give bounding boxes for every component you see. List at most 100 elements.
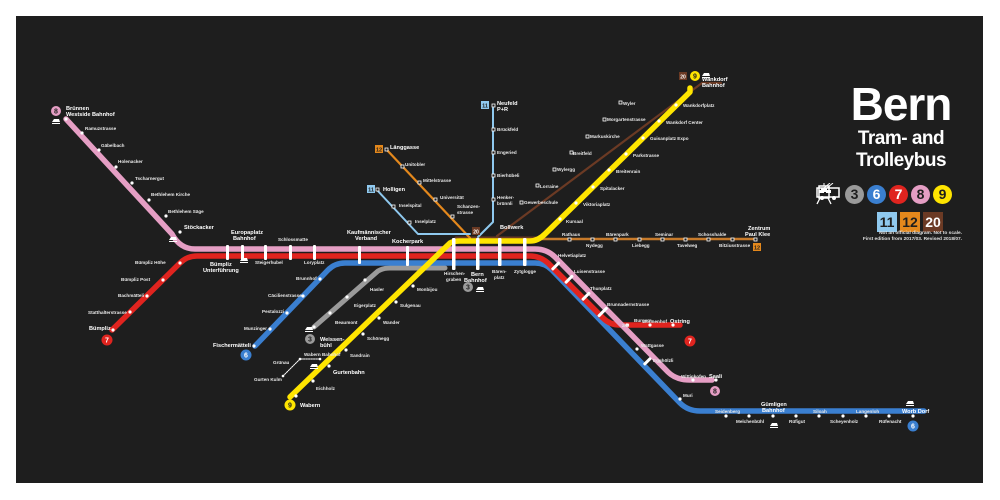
svg-text:Munzinger: Munzinger — [244, 326, 267, 331]
svg-text:strasse: strasse — [457, 210, 474, 215]
svg-text:ziel: ziel — [622, 323, 629, 328]
svg-text:Bachmätteli: Bachmätteli — [118, 293, 144, 298]
train-icon — [169, 237, 177, 242]
svg-text:Siloah: Siloah — [813, 409, 827, 414]
legend-line-6: 6 — [867, 184, 886, 204]
svg-text:Paul Klee: Paul Klee — [745, 232, 770, 238]
svg-text:Scheyenholz: Scheyenholz — [830, 419, 859, 424]
svg-text:Gurtenbahn: Gurtenbahn — [333, 370, 365, 376]
svg-text:Schlossmatte: Schlossmatte — [278, 237, 308, 242]
svg-text:12: 12 — [754, 246, 760, 252]
legend-line-7: 7 — [889, 184, 908, 204]
svg-text:Weissen-: Weissen- — [320, 337, 345, 343]
svg-text:Eichholz: Eichholz — [316, 386, 336, 391]
train-icon — [310, 364, 318, 369]
svg-text:Morgartenstrasse: Morgartenstrasse — [607, 117, 646, 122]
svg-text:Wyler: Wyler — [623, 101, 636, 106]
svg-text:Kursaal: Kursaal — [566, 219, 583, 224]
svg-text:Bümpliz Höhe: Bümpliz Höhe — [135, 260, 166, 265]
svg-text:Liebegg: Liebegg — [632, 243, 650, 248]
svg-text:Europaplatz: Europaplatz — [231, 230, 263, 236]
svg-text:Bärenpark: Bärenpark — [606, 232, 629, 237]
svg-text:Bierhübeli: Bierhübeli — [497, 173, 519, 178]
svg-text:20: 20 — [473, 230, 479, 236]
svg-text:Sandrain: Sandrain — [350, 353, 370, 358]
svg-text:Pestalozzi: Pestalozzi — [262, 309, 284, 314]
svg-text:Breitenrain: Breitenrain — [616, 169, 640, 174]
line-11-north — [477, 107, 494, 238]
legend-bus-row: 11 12 20 — [816, 183, 966, 233]
svg-text:Wattgasse: Wattgasse — [641, 343, 664, 348]
line-20 — [495, 81, 723, 238]
svg-text:Gurten Kulm: Gurten Kulm — [254, 377, 282, 382]
legend-tram-row: 3 6 7 8 9 — [816, 183, 966, 205]
title-city: Bern — [850, 78, 953, 130]
svg-text:P+R: P+R — [497, 107, 508, 113]
title-line2: Trolleybus — [855, 150, 947, 171]
svg-text:Muri: Muri — [683, 393, 693, 398]
svg-text:Burgern-: Burgern- — [634, 318, 654, 323]
svg-text:Wankdorfplatz: Wankdorfplatz — [683, 103, 715, 108]
svg-text:Cäcilienstrasse: Cäcilienstrasse — [268, 293, 302, 298]
svg-text:Saali: Saali — [709, 374, 723, 380]
svg-text:Bären-: Bären- — [492, 269, 507, 274]
train-icon — [906, 401, 914, 406]
svg-text:Guisanplatz Expo: Guisanplatz Expo — [650, 136, 689, 141]
svg-text:Worb Dorf: Worb Dorf — [902, 409, 929, 415]
svg-text:Tavelweg: Tavelweg — [677, 243, 698, 248]
train-icon — [476, 287, 484, 292]
svg-text:Mittelstrasse: Mittelstrasse — [423, 178, 452, 183]
svg-text:Viktoriaplatz: Viktoriaplatz — [583, 202, 611, 207]
svg-text:7: 7 — [105, 338, 109, 345]
svg-text:20: 20 — [680, 75, 686, 81]
svg-text:Bümpliz: Bümpliz — [89, 326, 111, 332]
line-7 — [109, 253, 683, 333]
line-6-west — [252, 260, 927, 414]
svg-text:Loryplatz: Loryplatz — [304, 260, 325, 265]
svg-text:Seidenberg: Seidenberg — [715, 409, 740, 414]
svg-text:12: 12 — [376, 148, 382, 154]
legend-line-12: 12 — [900, 212, 920, 232]
svg-text:Schanzen-: Schanzen- — [457, 204, 480, 209]
svg-text:Engeried: Engeried — [497, 150, 517, 155]
svg-text:Zentrum: Zentrum — [748, 226, 770, 232]
svg-text:Wander: Wander — [383, 320, 400, 325]
svg-text:Bethlehem Säge: Bethlehem Säge — [168, 209, 204, 214]
svg-text:8: 8 — [713, 389, 717, 396]
svg-text:Fischermätteli: Fischermätteli — [213, 343, 251, 349]
svg-text:11: 11 — [482, 104, 488, 110]
svg-text:Wankdorf: Wankdorf — [702, 77, 728, 83]
note-line-1: Not an official diagram. Not to scale. — [879, 231, 962, 236]
svg-text:Kocherpark: Kocherpark — [392, 239, 424, 245]
svg-text:Bollwerk: Bollwerk — [500, 225, 524, 231]
svg-text:Länggasse: Länggasse — [390, 145, 419, 151]
svg-text:Wylergg: Wylergg — [557, 167, 575, 172]
svg-text:Thunplatz: Thunplatz — [590, 286, 612, 291]
svg-text:Bitziusstrasse: Bitziusstrasse — [719, 243, 751, 248]
line-12-west — [384, 147, 472, 240]
svg-text:Wabern Bahnhof: Wabern Bahnhof — [304, 352, 341, 357]
svg-text:Rathaus: Rathaus — [562, 232, 581, 237]
svg-text:Spitalacker: Spitalacker — [600, 186, 625, 191]
svg-text:Bümpliz: Bümpliz — [210, 262, 232, 268]
svg-text:Bethlehem Kirche: Bethlehem Kirche — [151, 192, 191, 197]
svg-text:Wabern: Wabern — [300, 403, 321, 409]
svg-text:Gümligen: Gümligen — [761, 402, 787, 408]
train-icon — [770, 423, 778, 428]
note-line-2: First edition from 2017/03. Revised 2018… — [862, 237, 962, 242]
svg-text:Bahnhof: Bahnhof — [464, 278, 487, 284]
train-icon — [240, 258, 248, 263]
svg-text:Grünau: Grünau — [273, 360, 290, 365]
legend-line-20: 20 — [923, 212, 943, 232]
svg-text:Inselspital: Inselspital — [399, 203, 421, 208]
svg-text:Bahnhof: Bahnhof — [702, 83, 725, 89]
rail-connection-icons — [52, 73, 914, 428]
train-icon — [52, 119, 60, 124]
svg-text:Helvetiaplatz: Helvetiaplatz — [558, 253, 587, 258]
svg-text:Parkstrasse: Parkstrasse — [633, 153, 659, 158]
svg-text:Sonnenhof: Sonnenhof — [643, 319, 667, 324]
legend-line-3: 3 — [845, 184, 864, 204]
svg-text:Eigerplatz: Eigerplatz — [354, 303, 377, 308]
svg-text:3: 3 — [466, 285, 470, 292]
svg-text:7: 7 — [688, 339, 692, 346]
